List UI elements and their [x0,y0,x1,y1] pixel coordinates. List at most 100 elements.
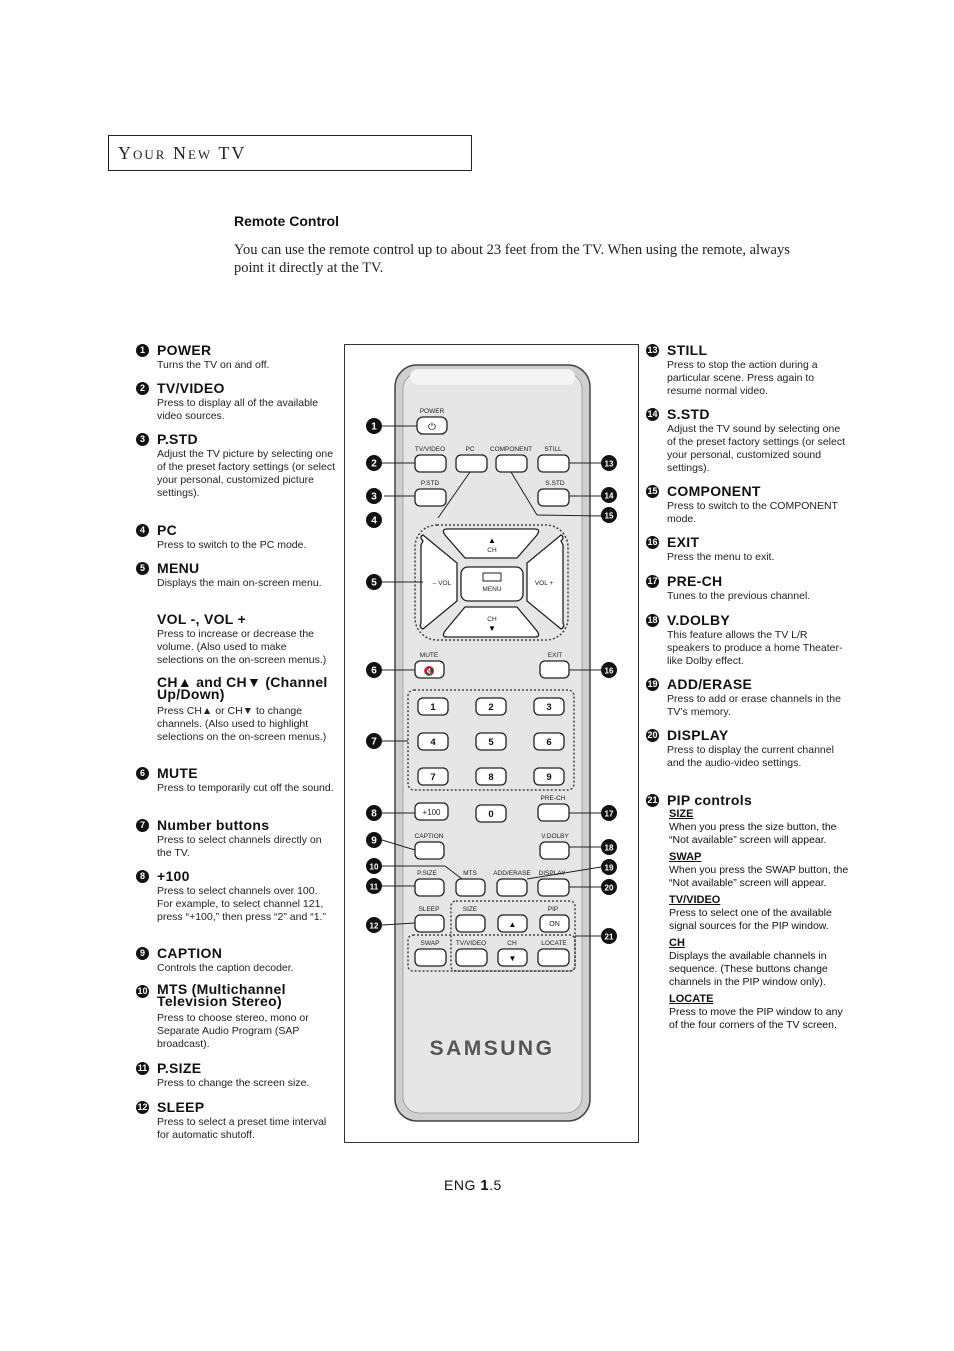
pip-up-arrow-icon: ▲ [509,920,517,929]
legend-item-title: PC [157,522,178,538]
callout-badge-15-circle [601,507,617,523]
digit-5-button-label: 5 [488,737,494,748]
pip-up-button [497,914,528,933]
legend-item-description: Press to switch to the COMPONENT mode. [667,500,838,525]
digit-0-button [475,804,507,823]
callout-badge-8: 8 [371,809,377,820]
plus100-button [414,802,449,821]
tvvideo-button [414,454,447,473]
legend-item-description: Adjust the TV sound by selecting one of … [667,423,845,474]
legend-item-description: Press to display the current channel and… [667,744,834,769]
power-icon: ⏻ [428,422,436,433]
pip-down-arrow-icon: ▼ [509,954,517,963]
callout-badge-3-circle [366,488,382,504]
footer-page: .5 [489,1177,502,1193]
callout-number-badge: 20 [646,729,659,742]
pip-control-label: SWAP [669,851,702,863]
callout-number-badge: 11 [136,1062,149,1075]
pip-tvvideo-button [455,948,488,967]
callout-badge-7: 7 [371,737,377,748]
legend-item-description: Press to choose stereo, mono or Separate… [157,1012,309,1050]
caption-label: CAPTION [415,833,444,840]
legend-item-description: Turns the TV on and off. [157,359,270,371]
callout-number-badge: 19 [646,678,659,691]
pc-label: PC [465,446,474,453]
callout-badge-17-circle [601,805,617,821]
display-label: DISPLAY [539,870,567,877]
still-label: STILL [544,446,562,453]
callout-badge-1: 1 [371,422,377,433]
legend-item-title: MTS (Multichannel Television Stereo) [157,981,286,1009]
callout-badge-2-circle [366,455,382,471]
section-title-box [108,135,472,171]
callout-badge-16: 16 [605,667,614,676]
digit-3-button [533,697,565,716]
adderase-callout-line [526,866,602,880]
legend-item-description: Press CH▲ or CH▼ to change channels. (Al… [157,705,327,743]
legend-item-title: PRE-CH [667,573,723,589]
footer-lang: ENG [444,1177,481,1193]
vdolby-button [539,841,570,860]
sleep-label: SLEEP [419,906,440,913]
callout-number-badge: 18 [646,614,659,627]
psize-label: P.SIZE [417,870,437,877]
callout-badge-15: 15 [605,512,614,521]
size-label: SIZE [463,906,478,913]
legend-item-title: COMPONENT [667,483,761,499]
legend-item-title: TV/VIDEO [157,380,225,396]
digit-4-button [417,732,449,751]
component-callout-line-2 [536,514,604,517]
callout-badge-11: 11 [370,883,379,892]
legend-item-description: Displays the main on-screen menu. [157,577,322,589]
callout-badge-5: 5 [371,578,377,589]
callout-number-badge: 3 [136,433,149,446]
callout-number-badge: 8 [136,870,149,883]
callout-badge-14: 14 [605,492,614,501]
pc-button [455,454,488,473]
legend-item-description: Tunes to the previous channel. [667,590,811,602]
callout-number-badge: 21 [646,794,659,807]
intro-paragraph: You can use the remote control up to abo… [234,242,790,276]
size-button [455,914,486,933]
pip-on-button [539,914,570,933]
legend-item-title: CH▲ and CH▼ (Channel Up/Down) [157,674,328,702]
pstd-label: P.STD [421,480,440,487]
legend-item-title: DISPLAY [667,727,729,743]
legend-item-description: Press to display all of the available vi… [157,397,319,422]
mts-button [455,878,486,897]
remote-illustration-frame [344,344,639,1143]
callout-badge-21-circle [601,928,617,944]
legend-item-description: Press to temporarily cut off the sound. [157,782,334,794]
component-button [495,454,528,473]
callout-badge-6-circle [366,662,382,678]
tvvideo-label: TV/VIDEO [415,446,445,453]
sstd-button [537,488,570,507]
digit-2-button [475,697,507,716]
callout-badge-18: 18 [605,844,614,853]
callout-number-badge: 13 [646,344,659,357]
legend-item-title: MUTE [157,765,198,781]
digit-2-button-label: 2 [488,702,493,713]
caption-button [414,841,445,860]
callout-badge-21: 21 [605,933,614,942]
legend-item-description: Press to select channels over 100. For e… [157,885,326,923]
callout-number-badge: 14 [646,408,659,421]
pip-ch-label: CH [507,940,517,947]
digit-6-button [533,732,565,751]
ch-up-arrow-icon: ▲ [488,536,496,545]
mts-callout-line [444,865,463,880]
legend-item-title: STILL [667,342,708,358]
digit-1-button-label: 1 [430,702,436,713]
legend-item-description: Adjust the TV picture by selecting one o… [157,448,335,499]
adderase-button [496,878,528,897]
prech-label: PRE-CH [541,795,566,802]
callout-badge-6: 6 [371,666,377,677]
legend-item-description: Press the menu to exit. [667,551,775,563]
legend-item-title: ADD/ERASE [667,676,753,692]
locate-label: LOCATE [541,940,567,947]
legend-item-title: SLEEP [157,1099,205,1115]
